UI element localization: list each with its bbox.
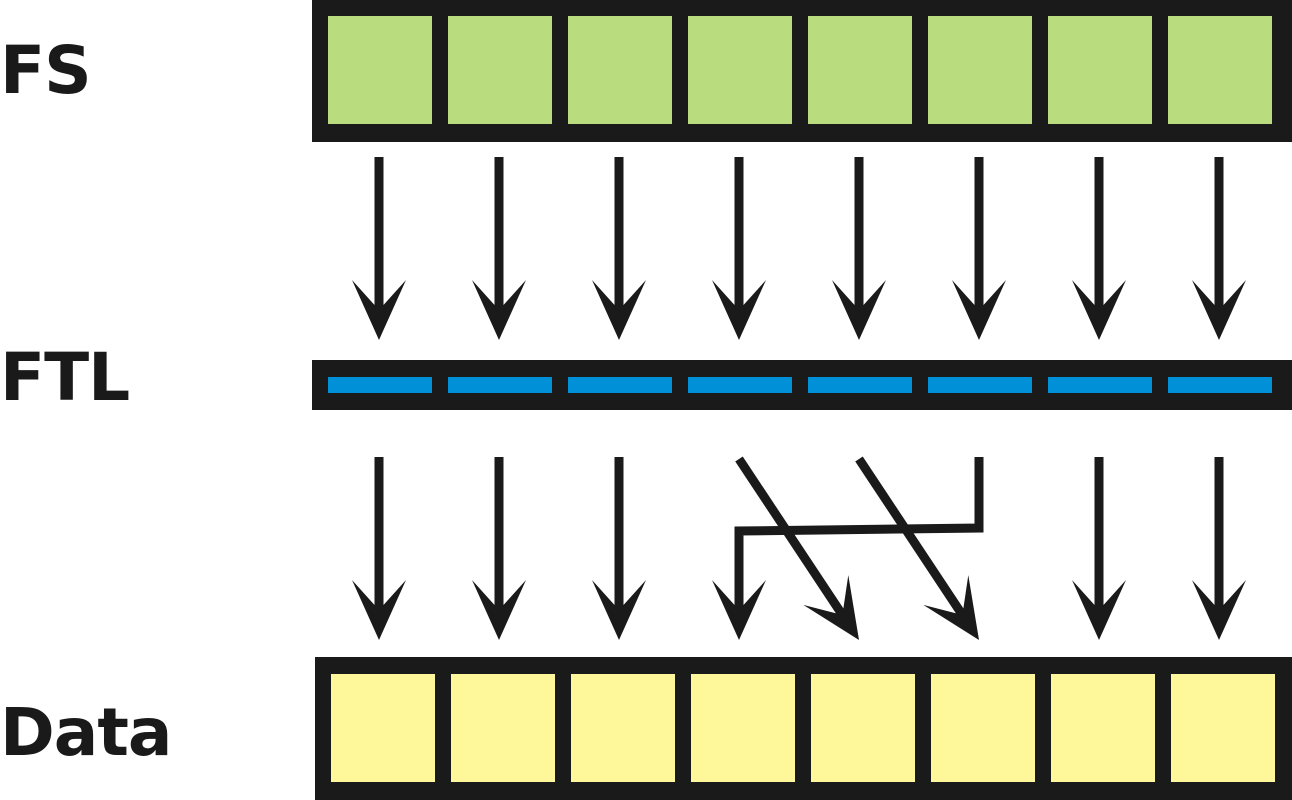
fs-block-4	[688, 16, 792, 124]
fs-to-ftl-arrows	[352, 157, 1246, 340]
fs-block-2	[448, 16, 552, 124]
ftl-to-data-arrow-2-head	[472, 580, 526, 640]
data-layer	[315, 657, 1292, 800]
ftl-to-data-arrow-4	[735, 456, 859, 640]
ftl-to-data-arrow-8-head	[1192, 580, 1246, 640]
ftl-to-data-arrow-3	[592, 457, 646, 640]
ftl-to-data-arrow-7-head	[1072, 580, 1126, 640]
fs-to-ftl-arrow-5-head	[832, 280, 886, 340]
fs-to-ftl-arrow-4	[712, 157, 766, 340]
data-block-3	[571, 674, 675, 782]
fs-to-ftl-arrow-3-head	[592, 280, 646, 340]
fs-to-ftl-arrow-1-head	[352, 280, 406, 340]
data-block-4	[691, 674, 795, 782]
data-block-2	[451, 674, 555, 782]
ftl-to-data-arrow-1	[352, 457, 406, 640]
ftl-layer	[312, 360, 1292, 410]
ftl-to-data-arrow-5-shaft	[855, 456, 967, 618]
data-layer-label: Data	[0, 694, 172, 771]
fs-to-ftl-arrow-6-head	[952, 280, 1006, 340]
data-block-7	[1051, 674, 1155, 782]
ftl-block-2	[448, 377, 552, 393]
data-block-5	[811, 674, 915, 782]
ftl-to-data-arrows	[352, 456, 1246, 640]
ftl-to-data-arrow-1-head	[352, 580, 406, 640]
fs-block-6	[928, 16, 1032, 124]
fs-to-ftl-arrow-7	[1072, 157, 1126, 340]
data-block-8	[1171, 674, 1275, 782]
ftl-block-7	[1048, 377, 1152, 393]
ftl-to-data-arrow-5-head	[923, 575, 979, 640]
fs-to-ftl-arrow-7-head	[1072, 280, 1126, 340]
ftl-block-8	[1168, 377, 1272, 393]
ftl-block-5	[808, 377, 912, 393]
ftl-to-data-arrow-2	[472, 457, 526, 640]
fs-block-8	[1168, 16, 1272, 124]
ftl-to-data-arrow-3-head	[592, 580, 646, 640]
ftl-block-3	[568, 377, 672, 393]
fs-block-7	[1048, 16, 1152, 124]
ftl-to-data-arrow-5	[855, 456, 979, 640]
fs-block-5	[808, 16, 912, 124]
ftl-layer-label: FTL	[0, 339, 130, 416]
ftl-block-4	[688, 377, 792, 393]
fs-to-ftl-arrow-5	[832, 157, 886, 340]
ftl-to-data-arrow-4-head	[803, 575, 859, 640]
fs-layer-label: FS	[0, 32, 92, 109]
fs-to-ftl-arrow-2	[472, 157, 526, 340]
fs-to-ftl-arrow-8	[1192, 157, 1246, 340]
fs-to-ftl-arrow-6	[952, 157, 1006, 340]
ftl-block-1	[328, 377, 432, 393]
fs-to-ftl-arrow-3	[592, 157, 646, 340]
fs-to-ftl-arrow-1	[352, 157, 406, 340]
ftl-to-data-arrow-8	[1192, 457, 1246, 640]
fs-block-1	[328, 16, 432, 124]
ftl-to-data-arrow-6	[712, 457, 984, 640]
ftl-to-data-arrow-6-head	[712, 580, 766, 640]
fs-layer	[312, 0, 1292, 142]
ftl-to-data-arrow-7	[1072, 457, 1126, 640]
ftl-to-data-arrow-4-shaft	[735, 456, 847, 618]
fs-block-3	[568, 16, 672, 124]
fs-to-ftl-arrow-4-head	[712, 280, 766, 340]
fs-to-ftl-arrow-2-head	[472, 280, 526, 340]
data-block-1	[331, 674, 435, 782]
data-block-6	[931, 674, 1035, 782]
fs-to-ftl-arrow-8-head	[1192, 280, 1246, 340]
ftl-block-6	[928, 377, 1032, 393]
ftl-to-data-arrow-6-shaft	[734, 457, 984, 610]
